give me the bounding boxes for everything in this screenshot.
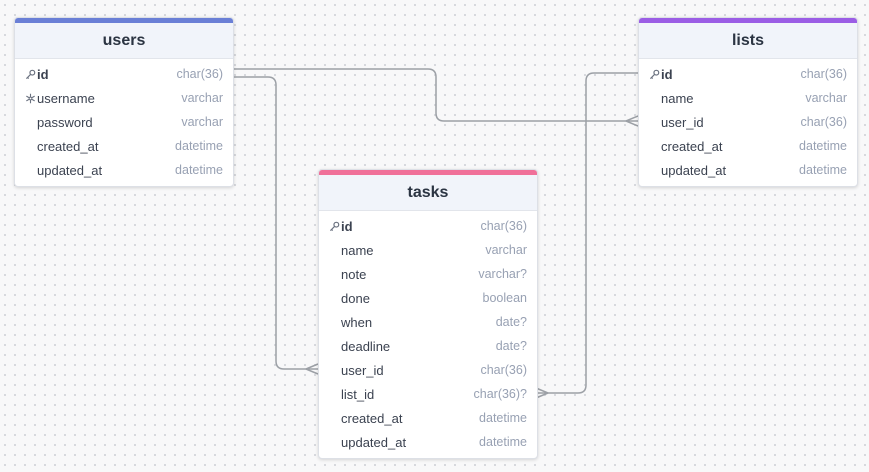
column-type: varchar [181,91,223,105]
column-type: char(36) [176,67,223,81]
column-row-tasks-when[interactable]: when date? [319,310,537,334]
key-icon [329,221,341,232]
column-type: varchar? [478,267,527,281]
column-name: updated_at [661,162,727,178]
column-row-tasks-note[interactable]: note varchar? [319,262,537,286]
column-type: date? [495,339,527,353]
column-name: id [341,218,353,234]
column-name: password [37,114,93,130]
key-icon [649,69,661,80]
column-row-users-id[interactable]: id char(36) [15,62,233,86]
column-row-tasks-user-id[interactable]: user_id char(36) [319,358,537,382]
relation-users-tasks-line[interactable] [232,76,318,370]
column-type: varchar [485,243,527,257]
table-columns: id char(36) name varchar note varchar? done boo… [319,211,537,458]
column-type: datetime [479,411,527,425]
key-icon [25,69,37,80]
unique-snowflake-icon [25,93,37,104]
column-row-tasks-list-id[interactable]: list_id char(36)? [319,382,537,406]
column-name: updated_at [341,434,407,450]
column-name: name [341,242,374,258]
column-row-lists-created-at[interactable]: created_at datetime [639,134,857,158]
table-header[interactable]: users [15,23,233,59]
column-name: note [341,266,367,282]
column-name: done [341,290,370,306]
table-accent-bar [639,18,857,23]
column-name: user_id [661,114,704,130]
column-type: datetime [799,163,847,177]
table-header[interactable]: lists [639,23,857,59]
column-name: id [37,66,49,82]
table-title: lists [731,31,764,49]
column-row-lists-id[interactable]: id char(36) [639,62,857,86]
column-name: user_id [341,362,384,378]
column-row-lists-updated-at[interactable]: updated_at datetime [639,158,857,182]
column-type: char(36)? [473,387,528,401]
table-title: tasks [407,183,449,201]
column-type: varchar [181,115,223,129]
column-name: created_at [37,138,99,154]
relation-lists-tasks-line[interactable] [536,72,638,394]
table-header[interactable]: tasks [319,175,537,211]
column-row-tasks-done[interactable]: done boolean [319,286,537,310]
column-row-users-updated-at[interactable]: updated_at datetime [15,158,233,182]
column-row-lists-user-id[interactable]: user_id char(36) [639,110,857,134]
column-row-users-created-at[interactable]: created_at datetime [15,134,233,158]
column-name: created_at [661,138,723,154]
column-name: created_at [341,410,403,426]
column-name: deadline [341,338,391,354]
table-lists[interactable]: lists id char(36) name varchar user_id char(3… [638,17,858,187]
column-row-tasks-id[interactable]: id char(36) [319,214,537,238]
table-columns: id char(36) username varchar password varchar… [15,59,233,186]
table-tasks[interactable]: tasks id char(36) name varchar note varchar? d… [318,169,538,459]
column-type: char(36) [800,115,847,129]
column-row-users-username[interactable]: username varchar [15,86,233,110]
column-row-tasks-name[interactable]: name varchar [319,238,537,262]
column-row-users-password[interactable]: password varchar [15,110,233,134]
column-type: date? [495,315,527,329]
crows-foot-many-icon [625,115,639,127]
column-type: datetime [175,163,223,177]
table-accent-bar [15,18,233,23]
column-type: boolean [482,291,528,305]
column-name: name [661,90,694,106]
column-row-lists-name[interactable]: name varchar [639,86,857,110]
column-type: char(36) [800,67,847,81]
column-type: char(36) [480,363,527,377]
column-name: updated_at [37,162,103,178]
table-users[interactable]: users id char(36) username varchar password v… [14,17,234,187]
column-name: id [661,66,673,82]
column-row-tasks-updated-at[interactable]: updated_at datetime [319,430,537,454]
column-type: char(36) [480,219,527,233]
column-name: list_id [341,386,375,402]
column-type: varchar [805,91,847,105]
table-title: users [102,31,146,49]
column-type: datetime [479,435,527,449]
table-accent-bar [319,170,537,175]
relation-users-lists-line[interactable] [232,68,638,122]
column-row-tasks-deadline[interactable]: deadline date? [319,334,537,358]
column-type: datetime [799,139,847,153]
column-row-tasks-created-at[interactable]: created_at datetime [319,406,537,430]
column-type: datetime [175,139,223,153]
crows-foot-many-icon [305,363,319,375]
column-name: username [37,90,95,106]
table-columns: id char(36) name varchar user_id char(36) crea… [639,59,857,186]
column-name: when [341,314,373,330]
